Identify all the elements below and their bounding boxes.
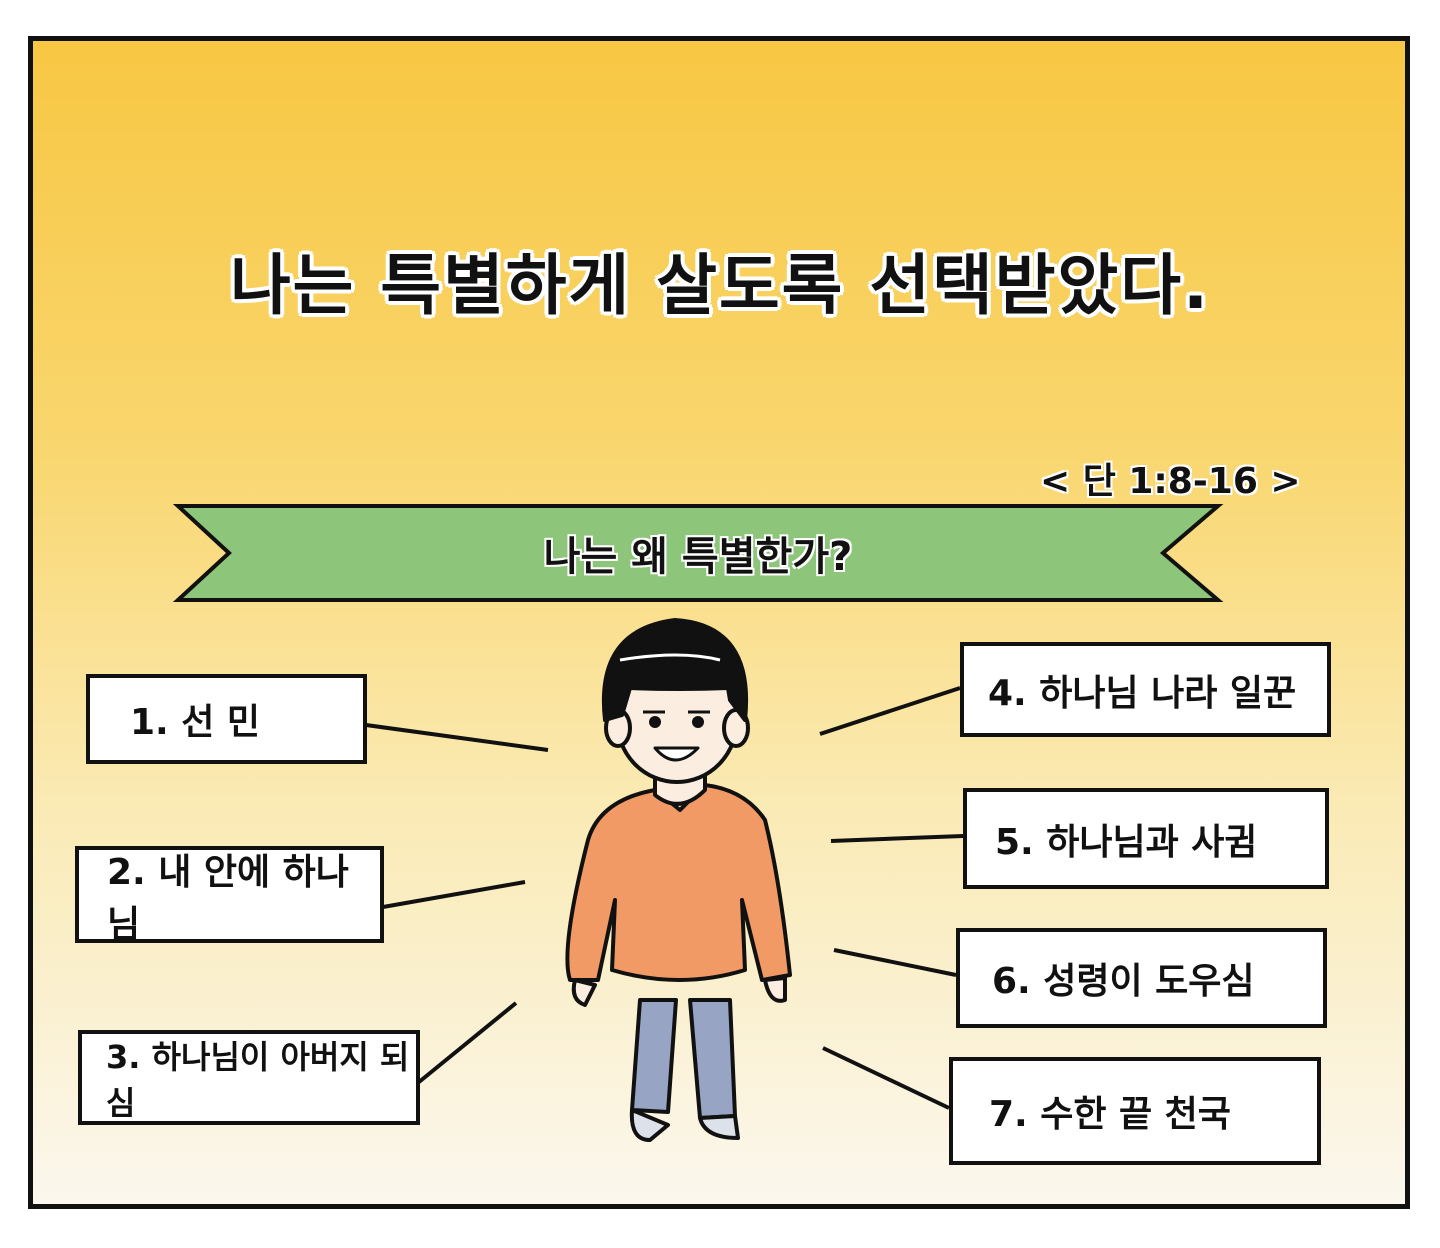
reason-box-6: 6. 성령이 도우심 — [956, 928, 1327, 1028]
reason-label: 1. 선 민 — [130, 702, 261, 743]
reason-label: 7. 수한 끝 천국 — [989, 1094, 1231, 1135]
reason-label: 2. 내 안에 하나님 — [107, 851, 349, 945]
reason-box-5: 5. 하나님과 사귐 — [963, 788, 1329, 889]
connector-lines — [365, 686, 964, 1110]
scripture-reference: < 단 1:8-16 > — [1040, 461, 1301, 502]
reason-box-7: 7. 수한 끝 천국 — [949, 1057, 1321, 1165]
page-title: 나는 특별하게 살도록 선택받았다. — [229, 247, 1211, 324]
banner-ribbon — [172, 504, 1224, 602]
reason-box-1: 1. 선 민 — [86, 674, 367, 764]
reason-label: 3. 하나님이 아버지 되심 — [106, 1037, 410, 1122]
reason-label: 6. 성령이 도우심 — [992, 961, 1255, 1002]
boy-character — [565, 618, 792, 1142]
reason-label: 4. 하나님 나라 일꾼 — [988, 672, 1297, 714]
reason-label: 5. 하나님과 사귐 — [995, 821, 1258, 863]
reason-box-3: 3. 하나님이 아버지 되심 — [78, 1030, 420, 1125]
reason-box-4: 4. 하나님 나라 일꾼 — [960, 642, 1331, 737]
banner-heading: 나는 왜 특별한가? — [543, 534, 853, 580]
reason-box-2: 2. 내 안에 하나님 — [75, 846, 384, 945]
